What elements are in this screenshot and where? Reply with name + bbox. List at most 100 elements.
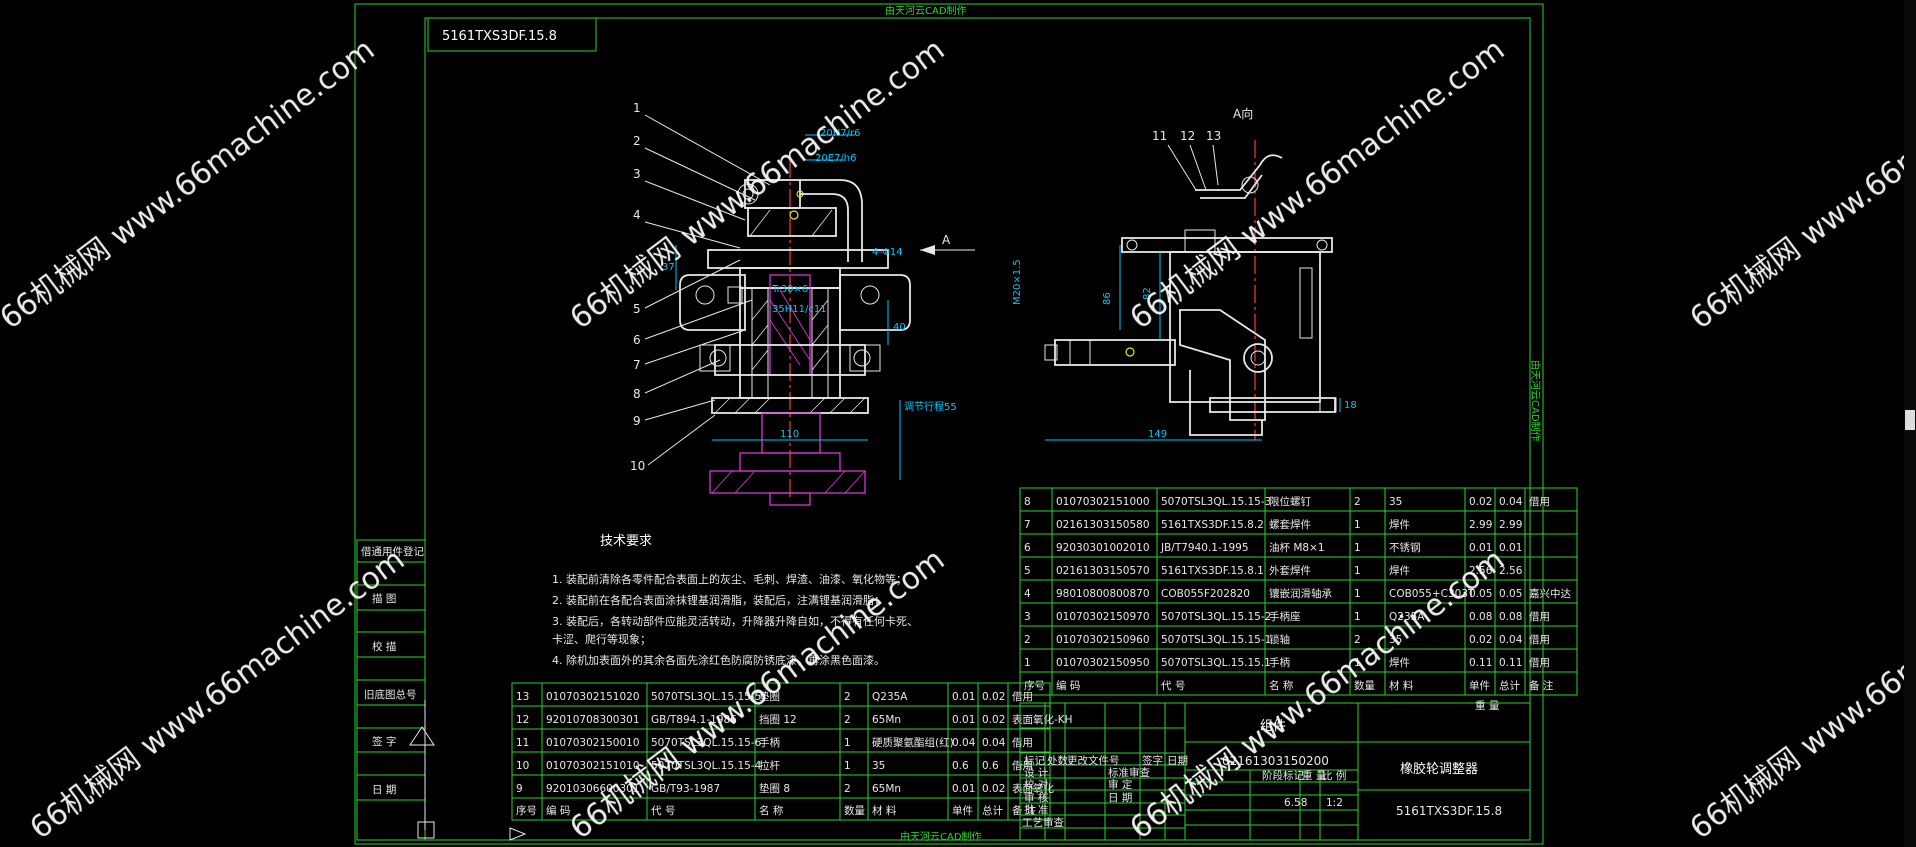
title-name: 橡胶轮调整器 [1400, 761, 1478, 777]
table-cell: 7 [1024, 519, 1031, 531]
title-role: 工艺审查 [1022, 816, 1064, 829]
table-cell: 0.11 [1499, 657, 1522, 669]
table-header-cell: 总计 [982, 804, 1003, 817]
table-cell: 0.02 [982, 691, 1005, 703]
title-rev-label: 更改文件号 [1067, 754, 1120, 767]
side-banner: 由天河云CAD制作 [1529, 360, 1542, 442]
table-cell: GB/T894.1-1986 [651, 714, 737, 726]
balloon: 10 [630, 459, 645, 473]
table-cell: 垫圈 8 [759, 782, 790, 795]
table-cell: 92010708300301 [546, 714, 640, 726]
title-rev-label: 日期 [1167, 755, 1188, 767]
dim-label: 18 [1344, 400, 1357, 411]
table-header-cell: 编 码 [1056, 679, 1080, 692]
title-drawing-no: 5161TXS3DF.15.8 [1396, 804, 1502, 818]
balloon: 3 [633, 167, 641, 181]
vertical-scrollbar[interactable] [1904, 0, 1916, 847]
technical-requirements: 技术要求 1. 装配前清除各零件配合表面上的灰尘、毛刺、焊渣、油漆、氧化物等； … [552, 534, 918, 667]
table-cell: 0.02 [1469, 634, 1492, 646]
table-cell: 1 [1354, 611, 1361, 623]
table-cell: 0.01 [1469, 542, 1492, 554]
stamp-label: 校 描 [372, 640, 396, 653]
table-header-cell: 名 称 [1269, 679, 1294, 692]
table-cell: 8 [1024, 496, 1031, 508]
left-stamp-column: 借通用件登记 描 图 校 描 旧底图总号 签 字 日 期 [356, 539, 527, 841]
title-scale: 1:2 [1326, 797, 1343, 809]
table-cell: 借用 [1529, 634, 1550, 646]
scrollbar-thumb[interactable] [1905, 410, 1915, 430]
dim-label: 82 [1142, 287, 1153, 300]
table-cell: 0.02 [1469, 496, 1492, 508]
table-header-cell: 编 码 [546, 804, 570, 817]
section-view-left: 20H7/r6 20E7/h6 Tr30×6 35H11/c11 37 40 1… [662, 128, 975, 506]
stamp-label: 签 字 [372, 735, 396, 748]
table-cell: 限位螺钉 [1269, 495, 1311, 508]
table-cell: GB/T93-1987 [651, 783, 720, 795]
table-cell: 挡圈 12 [759, 713, 797, 726]
watermark-text: 66机械网 www.66machine.com [1684, 32, 1904, 336]
table-header-cell: 数量 [1354, 679, 1376, 692]
table-cell: 0.08 [1469, 611, 1492, 623]
table-cell: 0.02 [982, 783, 1005, 795]
table-cell: 5070TSL3QL.15.15-2 [1161, 611, 1271, 623]
balloon: 7 [633, 358, 641, 372]
stamp-label: 旧底图总号 [364, 688, 417, 701]
table-cell: 3 [1024, 611, 1031, 623]
table-cell: 借用 [1529, 611, 1550, 623]
table-cell: 65Mn [872, 783, 901, 795]
table-cell: COB055+C303T [1389, 588, 1475, 600]
dim-label: 35H11/c11 [772, 304, 827, 315]
balloon: 5 [633, 302, 641, 316]
tech-line: 2. 装配前在各配合表面涂抹锂基润滑脂，装配后，注满锂基润滑脂； [552, 593, 885, 607]
table-cell: 外套焊件 [1269, 564, 1311, 577]
drawing-no-box-text: 5161TXS3DF.15.8 [442, 29, 557, 44]
table-cell: 2 [1354, 634, 1361, 646]
table-cell: 2 [844, 783, 851, 795]
table-cell: 焊件 [1389, 565, 1410, 577]
table-cell: 垫圈 [759, 690, 780, 703]
table-cell: 0.05 [1469, 588, 1492, 600]
table-header-cell: 备 注 [1529, 679, 1554, 692]
title-weight: 6.58 [1284, 797, 1307, 809]
title-role: 批 准 [1024, 803, 1048, 816]
table-cell: 0.01 [952, 691, 975, 703]
stamp-label: 描 图 [372, 592, 396, 605]
title-code: 02161303150200 [1222, 754, 1329, 768]
table-header-cell: 备 注 [1012, 804, 1037, 817]
table-cell: 5070TSL3QL.15.15-6 [651, 737, 762, 749]
balloon: 4 [633, 208, 641, 222]
table-header-cell: 序号 [1024, 679, 1045, 692]
table-cell: 硬质聚氨酯组(红) [872, 736, 954, 749]
table-cell: 5070TSL3QL.15.15-5 [651, 691, 761, 703]
table-cell: 手柄 [759, 736, 780, 749]
table-cell: 1 [844, 760, 851, 772]
table-header-cell: 重 量 [1475, 699, 1500, 712]
table-cell: 1 [1024, 657, 1031, 669]
table-cell: 油杯 M8×1 [1269, 541, 1325, 554]
table-cell: 0.08 [1499, 611, 1522, 623]
table-cell: 02161303150580 [1056, 519, 1150, 531]
title-rev-label: 签字 [1142, 754, 1163, 767]
table-cell: 92030301002010 [1056, 542, 1150, 554]
table-cell: 13 [516, 691, 529, 703]
inner-frame [424, 17, 1531, 841]
balloon: 13 [1206, 129, 1221, 143]
table-cell: 0.6 [982, 760, 999, 772]
table-cell: 0.04 [1499, 496, 1523, 508]
table-header-cell: 材 料 [872, 804, 897, 817]
watermark-text: 66机械网 www.66machine.com [1684, 542, 1904, 846]
tech-line: 卡涩、爬行等现象； [552, 632, 651, 646]
title-sub-label: 日 期 [1108, 792, 1132, 804]
table-cell: 焊件 [1389, 519, 1410, 531]
table-cell: 焊件 [1389, 657, 1410, 669]
outer-frame [354, 3, 1544, 845]
title-role: 校 对 [1024, 778, 1049, 791]
stamp-label: 日 期 [372, 784, 396, 796]
tech-line: 1. 装配前清除各零件配合表面上的灰尘、毛刺、焊渣、油漆、氧化物等； [552, 572, 907, 586]
table-cell: 不锈钢 [1389, 541, 1421, 554]
table-cell: 5 [1024, 565, 1031, 577]
title-stage-label: 阶段标记 [1262, 769, 1304, 782]
table-cell: 65Mn [872, 714, 901, 726]
